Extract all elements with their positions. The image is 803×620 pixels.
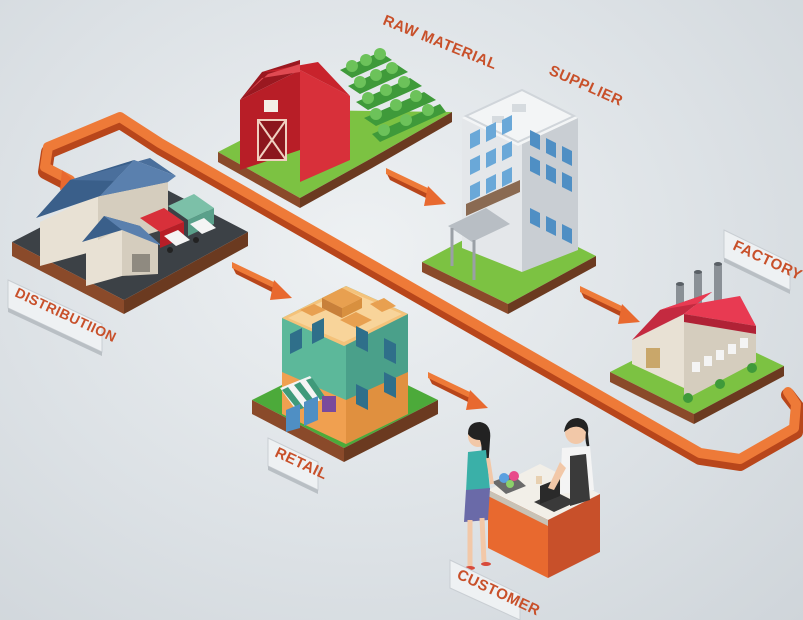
- arrow-retail-to-customer: [428, 372, 488, 410]
- arrow-raw-to-supplier: [386, 168, 446, 206]
- raw-material-text: RAW MATERIAL: [381, 12, 500, 73]
- factory-icon: [610, 262, 784, 424]
- retail-icon: [252, 286, 438, 462]
- arrow-supplier-to-factory: [580, 286, 640, 324]
- raw-material-label: RAW MATERIAL: [381, 12, 500, 73]
- supplier-icon: [422, 88, 596, 314]
- customer-icon: [464, 418, 600, 578]
- customer-label: CUSTOMER: [449, 559, 543, 620]
- factory-label: FACTORY: [723, 229, 803, 294]
- distribution-icon: [12, 158, 248, 314]
- arrow-distribution-to-retail: [232, 262, 292, 300]
- raw-material-icon: [218, 48, 452, 208]
- supplier-text: SUPPLIER: [546, 62, 625, 110]
- supplier-label: SUPPLIER: [546, 62, 625, 110]
